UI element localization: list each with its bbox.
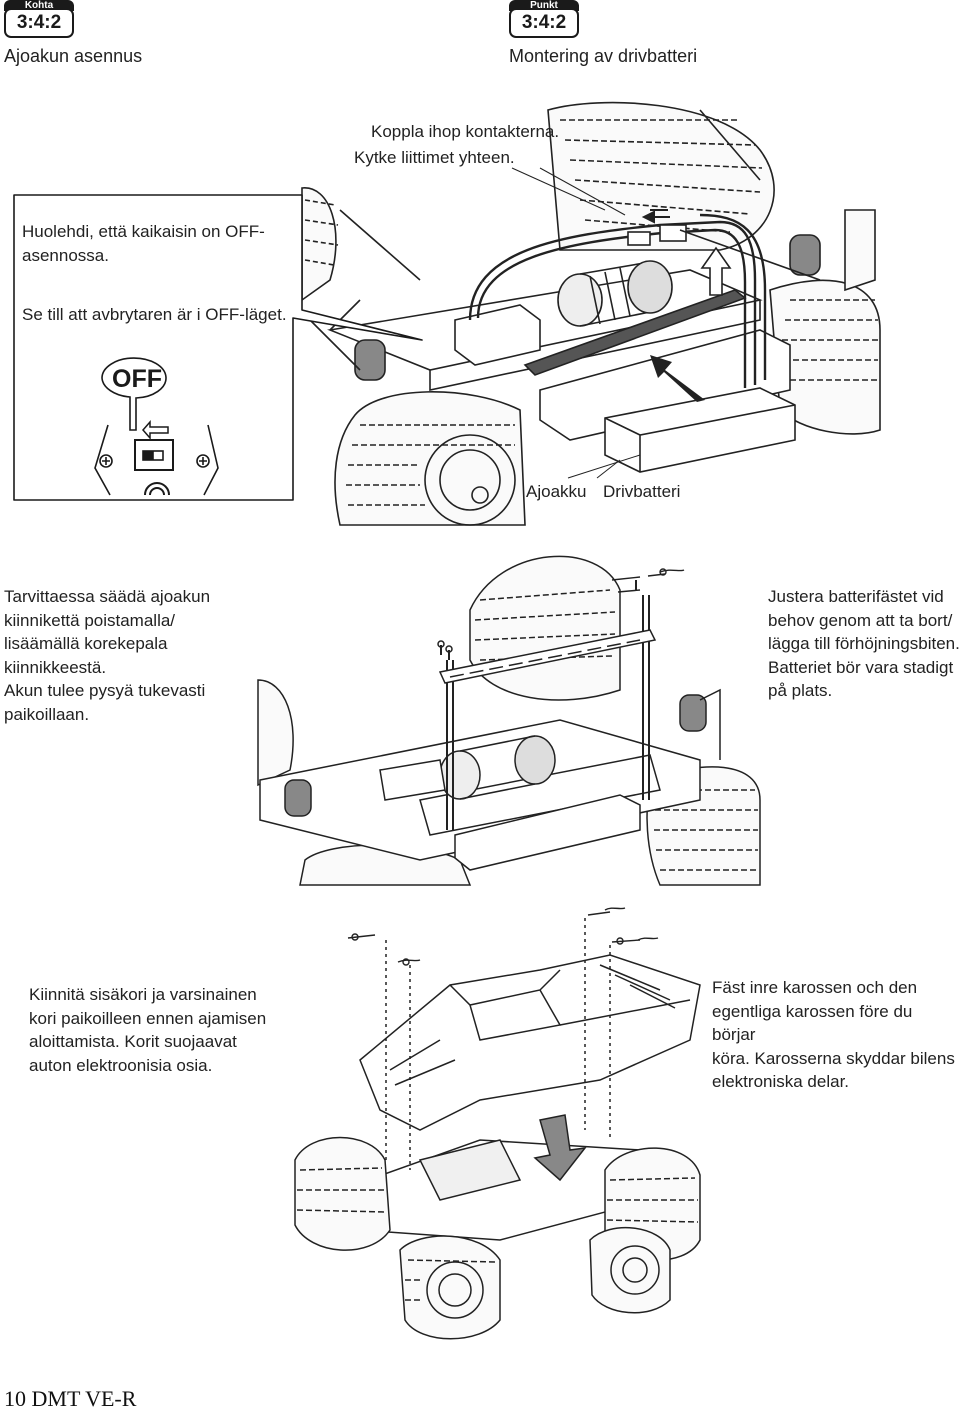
page-footer: 10 DMT VE-R <box>4 1386 137 1411</box>
battery-label-sv: Drivbatteri <box>603 482 681 501</box>
section-title-sv: Montering av drivbatteri <box>509 46 698 66</box>
body-note-sv: Fäst inre karossen och den egentliga kar… <box>712 978 955 1091</box>
battery-label-fi: Ajoakku <box>526 482 587 501</box>
off-label: OFF <box>112 365 162 393</box>
strap-note-fi: Tarvittaessa säädä ajoakun kiinnikettä p… <box>4 587 211 724</box>
step-number-sv: 3:4:2 <box>509 8 579 38</box>
switch-note-sv: Se till att avbrytaren är i OFF-läget. <box>22 305 287 324</box>
connect-note-sv: Koppla ihop kontakterna. <box>371 122 560 141</box>
step-kicker-fi: Kohta <box>4 0 74 11</box>
step-badge-fi: Kohta 3:4:2 <box>4 0 74 38</box>
step-badge-sv: Punkt 3:4:2 <box>509 0 579 38</box>
section-title-fi: Ajoakun asennus <box>4 46 143 66</box>
body-note-fi: Kiinnitä sisäkori ja varsinainen kori pa… <box>29 985 267 1075</box>
connect-note-fi: Kytke liittimet yhteen. <box>354 148 515 167</box>
step-kicker-sv: Punkt <box>509 0 579 11</box>
battery-strap-illustration <box>257 555 761 886</box>
step-number-fi: 3:4:2 <box>4 8 74 38</box>
strap-note-sv: Justera batterifästet vid behov genom at… <box>768 587 960 700</box>
chassis-battery-illustration <box>13 101 881 526</box>
switch-note-fi: Huolehdi, että kaikaisin on OFF- asennos… <box>22 222 265 265</box>
